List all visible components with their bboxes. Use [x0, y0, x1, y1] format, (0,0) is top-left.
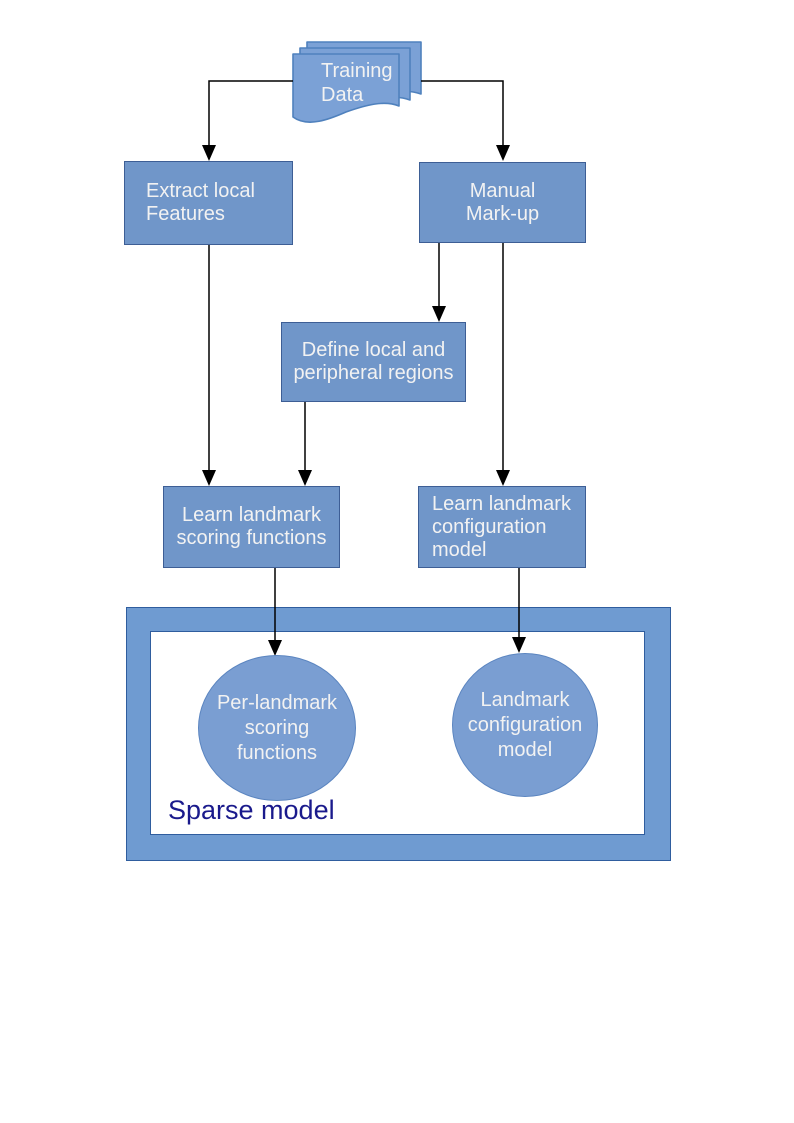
- node-training-data-label: Training Data: [321, 60, 393, 106]
- node-define-local-peripheral-regions: Define local and peripheral regions: [281, 322, 466, 402]
- arrow-training-to-manual: [421, 80, 510, 161]
- node-extract-local-features: Extract local Features: [124, 161, 293, 245]
- sparse-model-caption: Sparse model: [168, 795, 335, 825]
- node-per-landmark-scoring-functions: Per-landmark scoring functions: [198, 655, 356, 801]
- arrow-manual-to-define: [432, 243, 446, 322]
- node-learn-landmark-scoring-functions: Learn landmark scoring functions: [163, 486, 340, 568]
- arrow-training-to-extract: [202, 80, 293, 161]
- node-learn-landmark-configuration-model: Learn landmark configuration model: [418, 486, 586, 568]
- node-landmark-configuration-model: Landmark configuration model: [452, 653, 598, 797]
- arrow-manual-to-config: [496, 243, 510, 486]
- node-manual-mark-up: Manual Mark-up: [419, 162, 586, 243]
- arrow-extract-to-scoring: [202, 245, 216, 486]
- arrow-define-to-scoring: [298, 402, 312, 486]
